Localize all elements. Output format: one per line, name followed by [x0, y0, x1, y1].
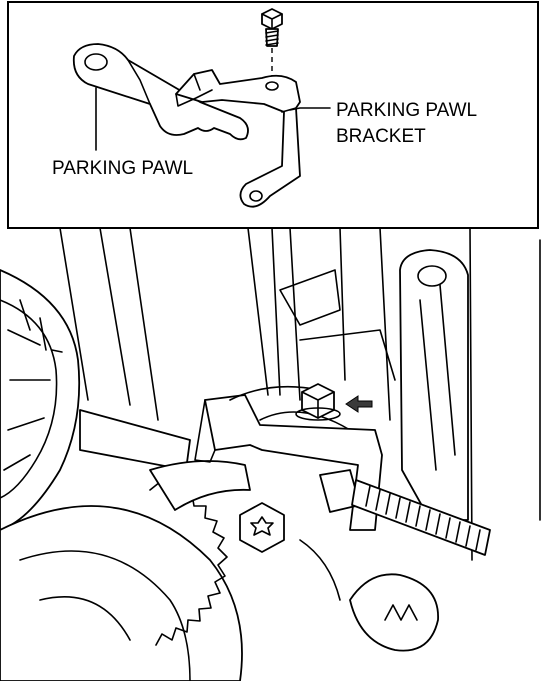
- bolt-icon: [261, 8, 283, 47]
- bracket-label-line2: BRACKET: [336, 126, 426, 147]
- bracket-leader: [289, 107, 331, 111]
- transmission-assembly-illustration: [0, 227, 541, 681]
- arrow-icon: [345, 395, 373, 413]
- parking-pawl-label: PARKING PAWL: [52, 158, 193, 179]
- detail-inset: PARKING PAWL PARKING PAWL BRACKET: [7, 1, 539, 229]
- bracket-label-line1: PARKING PAWL: [336, 100, 477, 121]
- inset-leader-line: [247, 227, 281, 396]
- parking-pawl-bracket-part: [175, 69, 301, 208]
- bracket-bolt: [295, 383, 341, 421]
- hex-nut: [239, 502, 285, 553]
- parking-pawl-part: [72, 43, 249, 141]
